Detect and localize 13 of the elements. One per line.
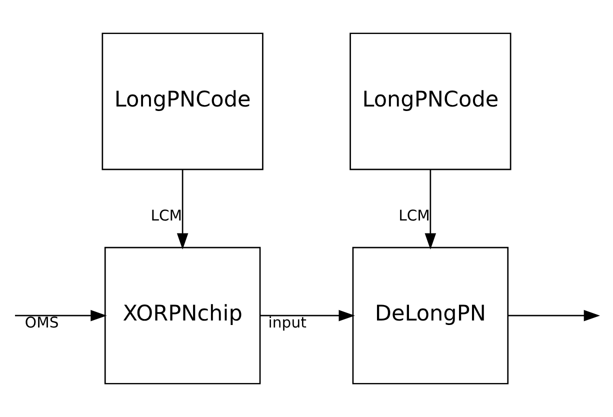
node-box: DeLongPN bbox=[352, 246, 509, 384]
edge-label: OMS bbox=[24, 314, 59, 332]
node-box: LongPNCode bbox=[102, 32, 264, 170]
arrow bbox=[424, 170, 436, 250]
arrow bbox=[508, 310, 600, 322]
node-box: XORPNchip bbox=[104, 246, 261, 384]
edge-label: input bbox=[268, 314, 306, 332]
arrow bbox=[176, 170, 188, 250]
node-box: LongPNCode bbox=[350, 32, 512, 170]
arrow bbox=[15, 310, 107, 322]
edge-label: LCM bbox=[398, 207, 430, 224]
arrow bbox=[260, 310, 355, 322]
edge-label: LCM bbox=[150, 207, 182, 224]
